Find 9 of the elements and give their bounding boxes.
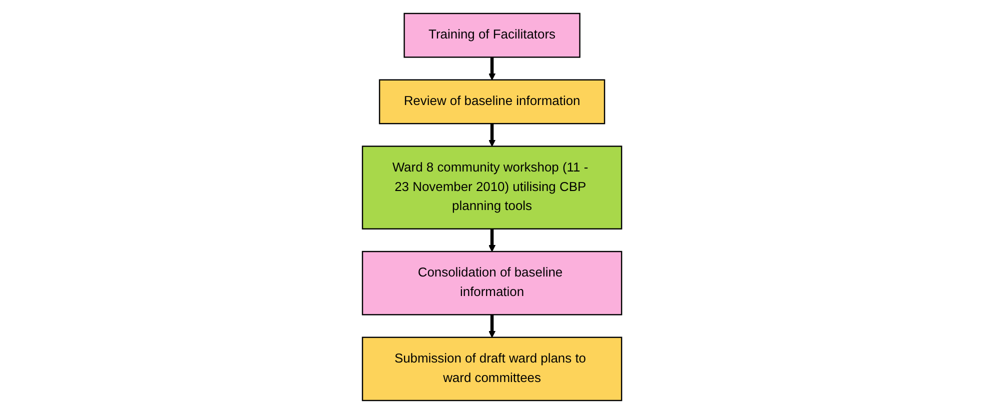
node-box: Training of Facilitators [404, 12, 580, 58]
arrow [488, 57, 496, 80]
node-box: Ward 8 community workshop (11 - 23 November 2010) utilising CBP planning tools [362, 146, 622, 230]
arrow [488, 124, 496, 147]
node-box: Submission of draft ward plans to ward committees [362, 336, 622, 402]
arrow [488, 228, 496, 252]
node-box: Review of baseline information [378, 79, 606, 124]
node-box: Consolidation of baseline information [362, 250, 622, 316]
arrow [488, 314, 496, 338]
